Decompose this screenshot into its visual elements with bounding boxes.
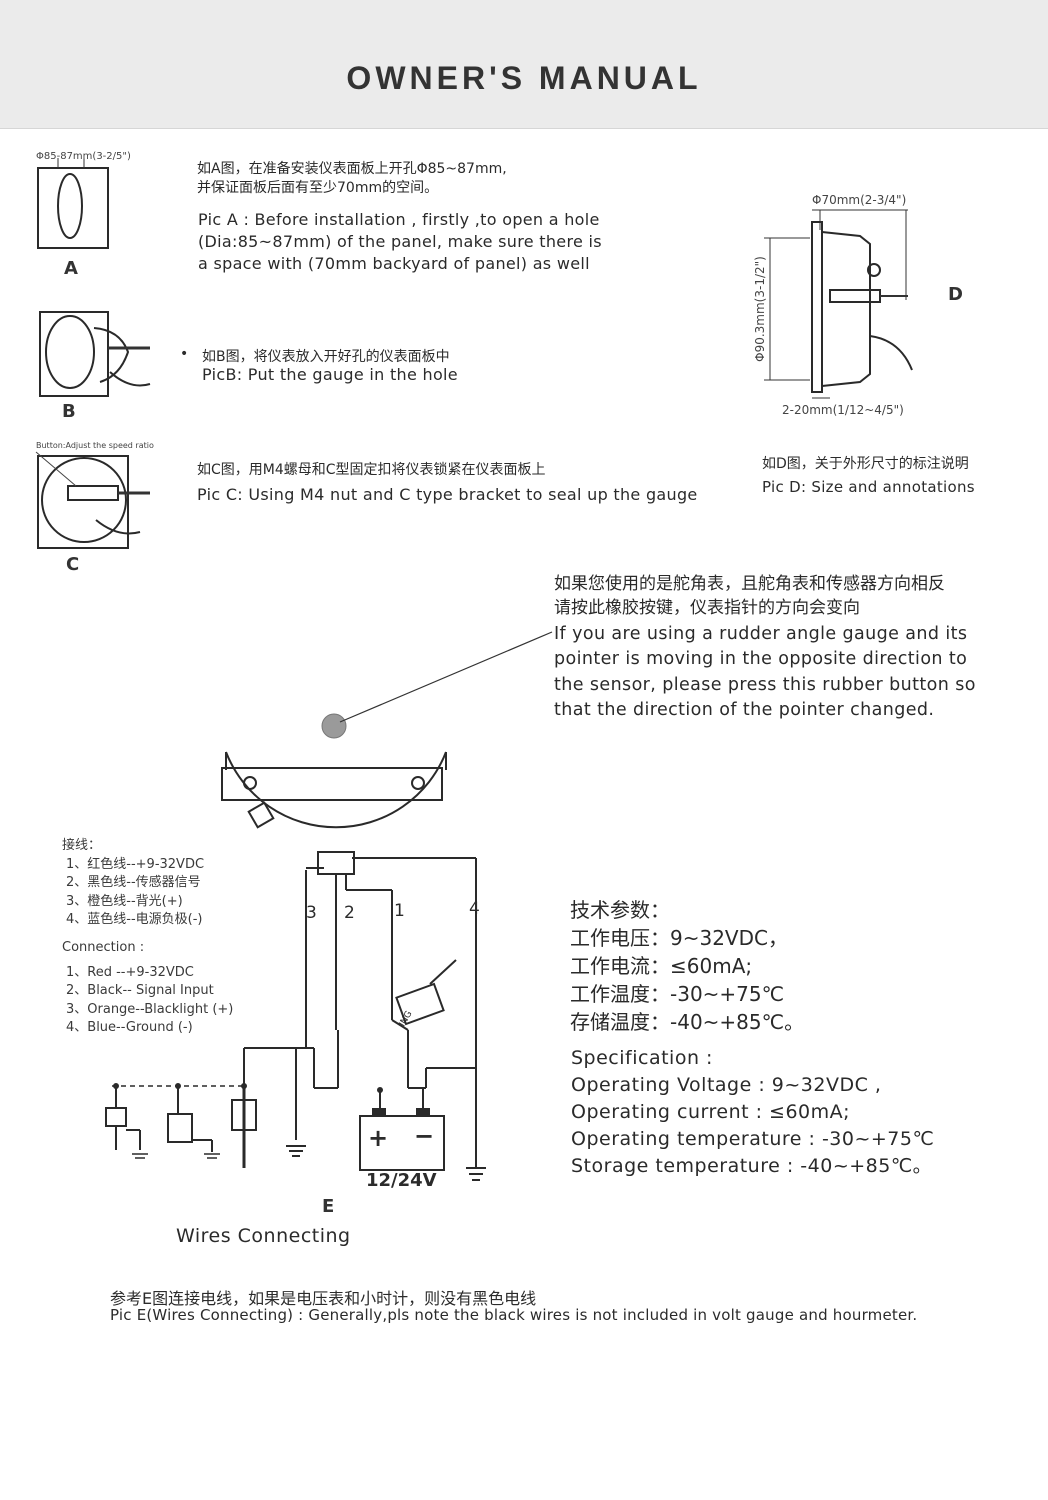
pic-e-en-note: Pic E(Wires Connecting) : Generally,pls …: [110, 1306, 918, 1324]
pic-d-zh-text: 如D图，关于外形尺寸的标注说明: [762, 456, 969, 472]
pic-c-letter: C: [66, 554, 80, 575]
pic-d-letter: D: [948, 284, 963, 305]
pic-d-en-text: Pic D: Size and annotations: [762, 478, 975, 496]
wire-number-3: 3: [306, 903, 317, 923]
bullet-dot: •: [180, 346, 189, 362]
rubber-button-callout: [321, 631, 553, 739]
wire-number-1: 1: [394, 901, 405, 921]
pic-b-en-text: PicB: Put the gauge in the hole: [202, 365, 458, 384]
wire-number-4: 4: [469, 899, 480, 919]
pic-a-letter: A: [64, 258, 78, 279]
pic-c-zh-text: 如C图，用M4螺母和C型固定扣将仪表锁紧在仪表面板上: [197, 462, 546, 478]
pic-a-zh-text: 如A图，在准备安装仪表面板上开孔Φ85~87mm, 并保证面板后面有至少70mm…: [197, 161, 507, 196]
rudder-note-zh: 如果您使用的是舵角表，且舵角表和传感器方向相反 请按此橡胶按键，仪表指针的方向会…: [554, 574, 945, 618]
pic-e-zh-note: 参考E图连接电线，如果是电压表和小时计，则没有黑色电线: [110, 1289, 537, 1308]
pic-d-dimension-side: Φ90.3mm(3-1/2"): [753, 256, 767, 362]
pic-e-wiring-diagram: [105, 751, 486, 1181]
pic-b-zh-text: 如B图，将仪表放入开好孔的仪表面板中: [202, 349, 450, 365]
pic-d-dimension-bottom: 2-20mm(1/12~4/5"): [782, 403, 904, 417]
battery-plus: +: [368, 1124, 389, 1152]
pic-b-drawing: [39, 311, 151, 397]
wire-number-2: 2: [344, 903, 355, 923]
spec-zh-block: 技术参数： 工作电压：9~32VDC， 工作电流：≤60mA; 工作温度：-30…: [570, 898, 805, 1034]
wiring-en-list: Connection : 1、Red --+9-32VDC 2、Black-- …: [62, 940, 234, 1035]
pic-b-letter: B: [62, 401, 76, 422]
page-title: OWNER'S MANUAL: [346, 60, 702, 96]
rudder-note-en: If you are using a rudder angle gauge an…: [554, 624, 976, 720]
pic-c-drawing: [35, 451, 150, 549]
pic-a-drawing: [37, 158, 109, 249]
wiring-zh-list: 接线： 1、红色线--+9-32VDC 2、黑色线--传感器信号 3、橙色线--…: [62, 838, 205, 927]
pic-e-letter: E: [322, 1196, 335, 1217]
pic-a-dimension: Φ85-87mm(3-2/5"): [36, 151, 131, 162]
battery-minus: −: [414, 1122, 435, 1150]
pic-d-dimension-top: Φ70mm(2-3/4"): [812, 193, 907, 207]
spec-en-block: Specification : Operating Voltage : 9~32…: [571, 1047, 935, 1177]
header-band: [0, 0, 1048, 129]
pic-c-button-label: Button:Adjust the speed ratio: [36, 441, 154, 450]
battery-voltage: 12/24V: [366, 1170, 437, 1191]
pic-a-en-text: Pic A : Before installation , firstly ,t…: [198, 210, 602, 273]
pic-c-en-text: Pic C: Using M4 nut and C type bracket t…: [197, 485, 698, 504]
pic-e-caption: Wires Connecting: [176, 1225, 351, 1247]
pic-d-drawing: [764, 209, 913, 399]
